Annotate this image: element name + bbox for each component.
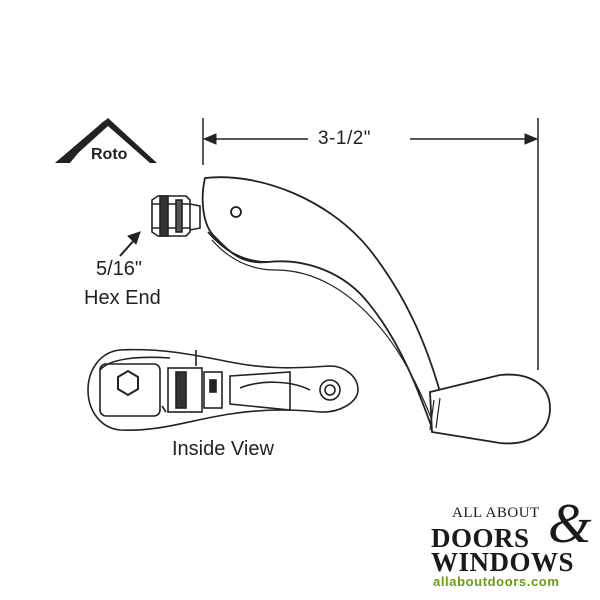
roto-logo-text: Roto [91,146,128,163]
hex-end-label: Hex End [84,287,161,309]
watermark-line2: DOORS [431,523,530,553]
roto-logo-mark [55,118,157,163]
watermark-ampersand: & [548,493,592,555]
watermark-url[interactable]: allaboutdoors.com [433,574,560,589]
hex-callout-arrow [119,231,141,257]
inside-view-label: Inside View [172,438,274,460]
hex-end-drawing [151,195,201,237]
length-dimension-label: 3-1/2" [318,128,372,149]
crank-arm-drawing [201,176,551,445]
hex-size-label: 5/16" [96,258,143,280]
watermark-line1: ALL ABOUT [452,505,540,521]
watermark-line3: WINDOWS [431,547,575,577]
dimension-line [202,118,539,370]
inside-view-drawing [87,348,359,432]
